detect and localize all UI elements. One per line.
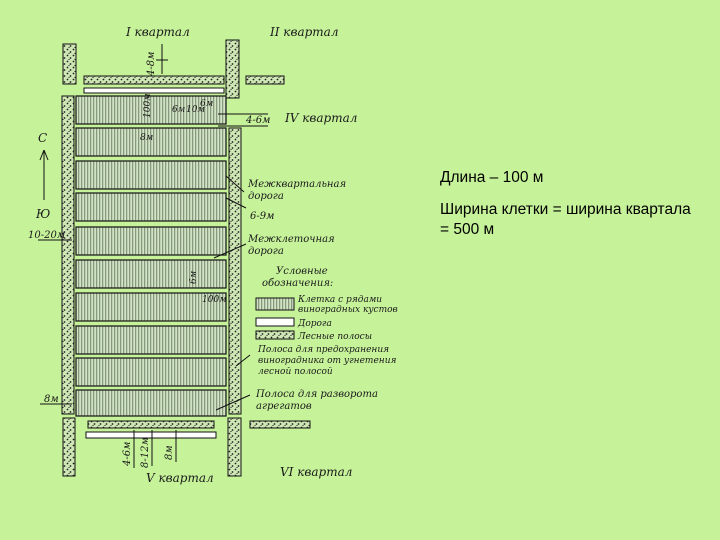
dim-bottom-left: 8м (44, 394, 59, 405)
legend-item-road: Дорога (297, 319, 332, 329)
dim-right-width: 4-6м (245, 115, 270, 126)
dim-bottom-c: 8м (164, 445, 175, 460)
vineyard-cell (75, 127, 227, 157)
dim-bottom-b: 8-12м (140, 437, 151, 468)
vineyard-cell (75, 226, 227, 256)
info-panel: Длина – 100 м Ширина клетки = ширина ква… (440, 168, 700, 252)
quarter-1-label: I квартал (125, 25, 190, 39)
forest-strip-bottom-right (249, 420, 311, 429)
dim-mid-width: 6-9м (250, 211, 274, 222)
legend-swatch-cell (255, 297, 295, 311)
forest-strip-left-top (62, 43, 77, 85)
dim-in-cell: 6м (200, 99, 213, 109)
vineyard-cell (75, 95, 227, 125)
quarter-6-label: VI квартал (280, 465, 352, 479)
forest-strip-right-bottom (227, 417, 242, 477)
dim-in-cell: 6м (189, 271, 199, 284)
dim-in-cell: 100м (202, 295, 227, 305)
dim-bottom-a: 4-6м (122, 442, 133, 467)
vineyard-cell (75, 292, 227, 322)
legend-item-forest: Лесные полосы (297, 332, 372, 342)
forest-strip-top (83, 75, 225, 85)
quarter-2-label: II квартал (269, 25, 338, 39)
legend-swatch-forest (255, 330, 295, 340)
road-top (83, 87, 225, 94)
dim-in-cell: 10м (186, 105, 205, 115)
vineyard-cell (75, 389, 227, 417)
compass-south: Ю (35, 207, 50, 221)
quarter-4-label: IV квартал (284, 111, 357, 125)
forest-strip-right-top (225, 39, 240, 99)
vineyard-cell (75, 259, 227, 289)
legend-swatch-road (255, 317, 295, 327)
forest-strip-left (61, 95, 75, 415)
compass-north: С (38, 131, 47, 145)
dim-in-cell: 8м (140, 133, 153, 143)
vineyard-cell (75, 192, 227, 222)
forest-strip-left-bottom (62, 417, 76, 477)
dim-in-cell: 100м (143, 93, 153, 118)
road-bottom (85, 431, 217, 439)
forest-strip-bottom (87, 420, 215, 429)
dim-in-cell: 6м (172, 105, 185, 115)
quarter-5-label: V квартал (146, 471, 214, 485)
forest-strip-right (228, 127, 242, 415)
dim-left-width: 10-20м (28, 230, 65, 241)
vineyard-cell (75, 357, 227, 387)
vineyard-cell (75, 325, 227, 355)
info-length: Длина – 100 м (440, 169, 544, 186)
info-width: Ширина клетки = ширина квартала = 500 м (440, 201, 691, 238)
forest-strip-top-right (245, 75, 285, 85)
dim-top-width: 4-8м (146, 52, 157, 77)
vineyard-cell (75, 160, 227, 190)
